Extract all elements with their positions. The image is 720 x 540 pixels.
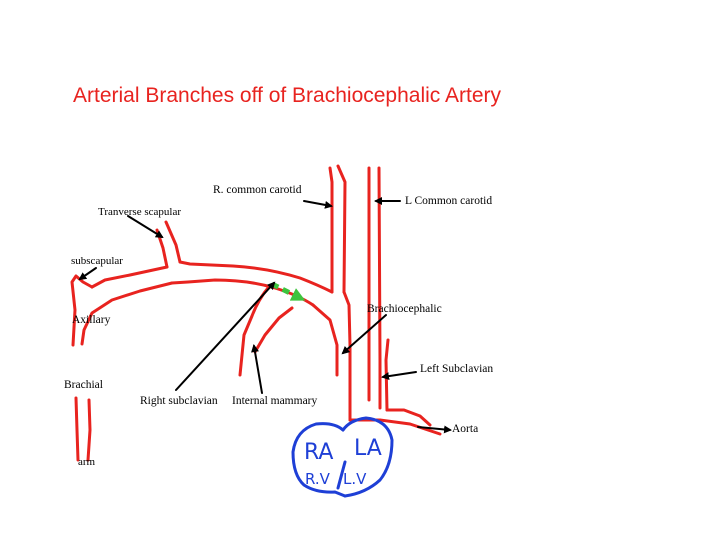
aortic-arch-vessel-wall [348,418,442,436]
internal-mammary-vessel [238,286,270,377]
right-subclavian-vessel-wall [170,278,315,307]
brachial-label: Brachial [64,379,103,391]
right-common-carotid-vessel [328,166,334,294]
internal-mammary-label: Internal mammary [232,395,318,407]
brachial-vessel-wall [86,398,92,462]
heart-ra-label: RA [304,440,333,465]
subscapular-pointer [78,267,97,281]
transverse-scapular-label: Tranverse scapular [98,206,181,218]
internal-mammary-pointer [251,344,263,394]
heart-drawing: RA LA R.V L.V [291,416,394,498]
heart-left-side-outline [341,416,394,498]
brachial-vessel [74,396,80,462]
transverse-scapular-vessel [164,220,182,264]
r-common-carotid-label: R. common carotid [213,184,302,196]
heart-lv-label: L.V [343,470,367,488]
heart-right-side-outline [291,422,347,498]
brachiocephalic-label: Brachiocephalic [367,303,442,315]
aorta-label: Aorta [452,423,478,435]
aorta-pointer [417,425,452,434]
heart-septum-outline [336,460,347,490]
right-subclavian-label: Right subclavian [140,395,218,407]
brachiocephalic-trunk-vessel [342,290,352,422]
r-common-carotid-pointer [303,200,333,209]
vessel-drawing [70,164,442,462]
internal-mammary-vessel-wall [253,306,294,354]
transverse-scapular-pointer [127,215,164,239]
subscapular-vessel [70,274,94,347]
l-common-carotid-label: L Common carotid [405,195,492,207]
axillary-vessel [90,265,169,289]
heart-la-label: LA [354,436,382,461]
heart-rv-label: R.V [305,470,331,488]
right-subclavian-vessel [178,260,334,294]
arm-label: arm [78,456,96,468]
right-common-carotid-vessel-wall [336,164,347,294]
brachiocephalic-pointer [341,314,387,355]
left-common-carotid-vessel-wall [377,166,382,362]
left-subclavian-vessel [384,338,390,412]
pointer-arrows [78,197,452,434]
aortic-arch-vessel [385,408,432,427]
blood-flow-arrow [270,281,306,301]
left-subclavian-label: Left Subclavian [420,363,493,375]
left-subclavian-pointer [381,371,417,381]
slide-title: Arterial Branches off of Brachiocephalic… [73,84,501,107]
subscapular-label: subscapular [71,255,123,267]
axillary-label: Axillary [72,314,111,326]
axillary-vessel-wall [80,281,174,346]
right-subclavian-pointer [175,281,276,391]
artery-labels: R. common carotid L Common carotid Tranv… [64,184,493,468]
brachiocephalic-trunk-vessel-wall [311,303,339,377]
